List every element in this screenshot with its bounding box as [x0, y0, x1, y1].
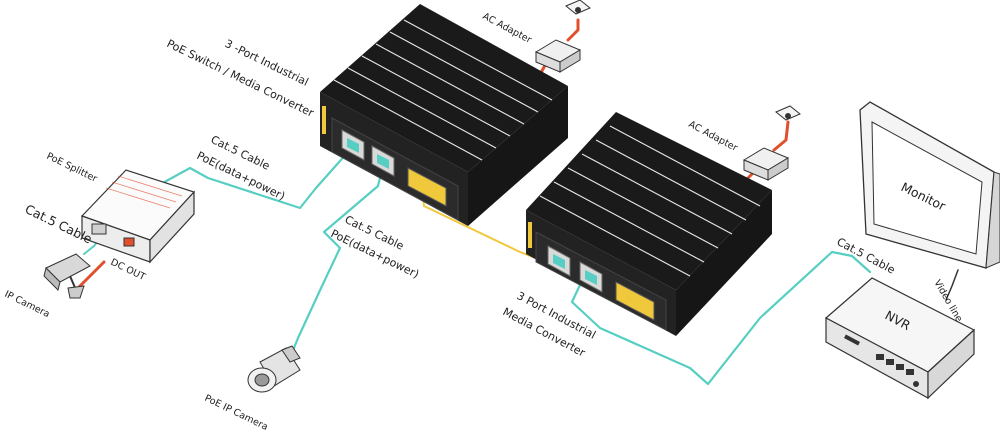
poe-switch: [320, 4, 568, 226]
power-cable-2: [772, 120, 790, 152]
label-ac-adapter-2: AC Adapter: [687, 119, 740, 154]
cat5-cable-converter-nvr: [570, 250, 872, 386]
power-cable-3: [74, 260, 106, 292]
label-cat5-right: Cat.5 Cable: [835, 235, 898, 277]
media-converter: [526, 112, 772, 336]
poe-ip-camera: [247, 345, 301, 393]
poe-splitter: [80, 169, 196, 264]
ac-adapter-1: [534, 0, 591, 73]
label-ip-camera: IP Camera: [3, 289, 52, 320]
monitor: [859, 101, 1000, 269]
cat5-cable-switch-camera: [288, 160, 386, 360]
splitter-port: [91, 223, 107, 235]
splitter-dc-port: [123, 237, 135, 247]
power-cable-1: [566, 18, 580, 42]
converter-fiber-port: [615, 281, 655, 321]
ip-camera: [43, 253, 91, 299]
label-dc-out: DC OUT: [109, 257, 147, 283]
video-line: [945, 269, 959, 301]
ac-adapter-2: [742, 105, 801, 181]
switch-fiber-port: [407, 167, 447, 207]
nvr: [824, 277, 976, 400]
label-poe-splitter: PoE Splitter: [45, 151, 99, 185]
label-poe-ip-camera: PoE IP Camera: [203, 393, 270, 433]
label-ac-adapter-1: AC Adapter: [481, 11, 534, 46]
